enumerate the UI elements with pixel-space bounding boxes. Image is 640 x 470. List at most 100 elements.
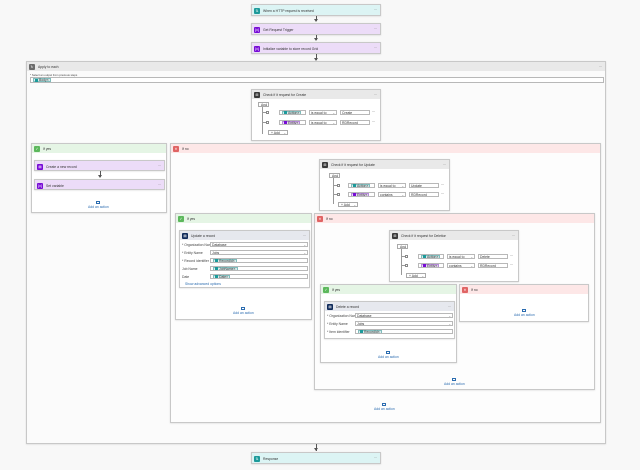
cond3-row2-operator[interactable]: contains⌄ — [447, 263, 475, 268]
arrow-down-icon — [313, 38, 318, 41]
cond1-row2-operator[interactable]: is equal to⌄ — [309, 120, 337, 125]
condition-delete-card[interactable]: ⊞Check if it request for Deletion··· And… — [389, 230, 519, 282]
cond2-row2-operator[interactable]: contains⌄ — [378, 192, 406, 197]
item-identifier-input[interactable]: RecordId × — [355, 329, 453, 334]
if-yes-branch-1[interactable]: ✓If yes ▤Create a new record··· {x}Set v… — [31, 143, 167, 213]
arrow-down-icon — [97, 175, 102, 178]
chevron-down-icon: ⌄ — [264, 102, 267, 107]
token-icon — [284, 111, 287, 114]
cond3-add-button[interactable]: + Add⌄ — [406, 273, 426, 278]
trigger-card[interactable]: ⇅When a HTTP request is received··· — [251, 4, 381, 16]
record-identifier-input[interactable]: RecordId × — [210, 258, 308, 263]
more-icon[interactable]: ··· — [157, 163, 161, 168]
if-no-branch-3[interactable]: ✕If no Add an action — [459, 284, 589, 322]
entity-token[interactable]: Entity × — [282, 121, 301, 124]
more-icon[interactable]: ··· — [441, 183, 445, 187]
cond1-row1-left[interactable]: Action × — [279, 110, 306, 115]
more-icon[interactable]: ··· — [373, 7, 377, 12]
cond2-add-button[interactable]: + Add⌄ — [338, 202, 358, 207]
cond3-row2-left[interactable]: Entity × — [418, 263, 444, 268]
and-dropdown[interactable]: And⌄ — [397, 244, 408, 249]
response-card[interactable]: ⇅Response··· — [251, 452, 381, 464]
row-checkbox[interactable] — [266, 121, 269, 124]
body-token[interactable]: Body × — [33, 78, 51, 82]
entity-name-dropdown[interactable]: Jobs⌄ — [210, 250, 308, 255]
cond3-row2-value[interactable]: RDRecord — [478, 263, 508, 268]
more-icon[interactable]: ··· — [372, 110, 376, 114]
cond2-row2-left[interactable]: Entity × — [348, 192, 375, 197]
cond1-row2-value[interactable]: RDRecord — [340, 120, 370, 125]
create-record-card[interactable]: ▤Create a new record··· — [34, 160, 165, 171]
add-action-button[interactable]: Add an action — [378, 351, 399, 359]
cond1-row1-value[interactable]: Create — [340, 110, 370, 115]
condition-create-card[interactable]: ⊞Check if it request for Create··· And⌄ … — [251, 89, 381, 141]
more-icon[interactable]: ··· — [510, 263, 514, 267]
add-action-button[interactable]: Add an action — [233, 307, 254, 315]
add-action-button[interactable]: Add an action — [88, 201, 109, 209]
more-icon[interactable]: ··· — [302, 233, 306, 238]
condition-update-card[interactable]: ⊞Check if it request for Update··· And⌄ … — [319, 159, 450, 211]
and-label: And — [400, 244, 407, 249]
more-icon[interactable]: ··· — [598, 64, 602, 69]
more-icon[interactable]: ··· — [511, 233, 515, 238]
cond3-row1-left[interactable]: Action × — [418, 254, 444, 259]
cond1-row1-operator[interactable]: is equal to⌄ — [309, 110, 337, 115]
select-output-input[interactable]: Body × — [30, 77, 604, 83]
entity-token[interactable]: Entity × — [421, 264, 440, 267]
add-action-button[interactable]: Add an action — [374, 403, 395, 411]
more-icon[interactable]: ··· — [373, 92, 377, 97]
more-icon[interactable]: ··· — [373, 45, 377, 50]
cond2-row1-operator[interactable]: is equal to⌄ — [378, 183, 406, 188]
delete-record-card[interactable]: ▤Delete a record··· * Organization Name … — [324, 301, 455, 339]
field-label: * Organization Name — [182, 243, 214, 247]
cond1-add-button[interactable]: + Add⌄ — [268, 130, 288, 135]
record-id-token[interactable]: RecordId × — [358, 330, 382, 333]
show-advanced-options-link[interactable]: Show advanced options — [185, 282, 222, 286]
cond1-row2-left[interactable]: Entity × — [279, 120, 306, 125]
update-record-card[interactable]: ▤Update a record··· * Organization Name … — [179, 230, 310, 288]
more-icon[interactable]: ··· — [373, 455, 377, 460]
and-dropdown[interactable]: And⌄ — [258, 102, 269, 107]
date-input[interactable]: Date × — [210, 274, 308, 279]
more-icon[interactable]: ··· — [157, 182, 161, 187]
date-token[interactable]: Date × — [213, 275, 231, 278]
more-icon[interactable]: ··· — [372, 120, 376, 124]
chevron-down-icon: ⌄ — [403, 244, 406, 249]
token-icon — [284, 121, 287, 124]
organization-name-dropdown[interactable]: Database⌄ — [210, 242, 308, 247]
more-icon[interactable]: ··· — [447, 304, 451, 309]
action-token[interactable]: Action × — [351, 184, 371, 187]
action-token[interactable]: Action × — [421, 255, 441, 258]
record-id-token[interactable]: RecordId × — [213, 259, 237, 262]
job-name-input[interactable]: JobName × — [210, 266, 308, 271]
set-variable-card[interactable]: {x}Set variable··· — [34, 179, 165, 190]
initialize-variable-card[interactable]: {x}Initialize variable to store record G… — [251, 42, 381, 54]
entity-name-dropdown[interactable]: Jobs⌄ — [355, 321, 453, 326]
and-dropdown[interactable]: And⌄ — [329, 173, 340, 178]
action-token[interactable]: Action × — [282, 111, 302, 114]
cond2-row1-value[interactable]: Update — [409, 183, 439, 188]
and-label: And — [332, 173, 339, 178]
row-checkbox[interactable] — [337, 184, 340, 187]
cond2-row1-left[interactable]: Action × — [348, 183, 375, 188]
more-icon[interactable]: ··· — [442, 162, 446, 167]
row-checkbox[interactable] — [405, 264, 408, 267]
add-action-button[interactable]: Add an action — [444, 378, 465, 386]
cond3-row1-operator[interactable]: is equal to⌄ — [447, 254, 475, 259]
row-checkbox[interactable] — [337, 193, 340, 196]
entity-token[interactable]: Entity × — [351, 193, 370, 196]
organization-name-dropdown[interactable]: Database⌄ — [355, 313, 453, 318]
if-yes-branch-3[interactable]: ✓If yes ▤Delete a record··· * Organizati… — [320, 284, 457, 363]
cond2-row2-value[interactable]: RDRecord — [409, 192, 439, 197]
add-action-icon — [241, 307, 246, 310]
add-action-button[interactable]: Add an action — [514, 309, 535, 317]
more-icon[interactable]: ··· — [441, 192, 445, 196]
row-checkbox[interactable] — [266, 111, 269, 114]
more-icon[interactable]: ··· — [510, 254, 514, 258]
job-name-token[interactable]: JobName × — [213, 267, 238, 270]
more-icon[interactable]: ··· — [373, 26, 377, 31]
get-request-trigger-card[interactable]: {x}Get Request Trigger··· — [251, 23, 381, 35]
cond3-row1-value[interactable]: Delete — [478, 254, 508, 259]
if-yes-branch-2[interactable]: ✓If yes ▤Update a record··· * Organizati… — [175, 213, 312, 320]
row-checkbox[interactable] — [405, 255, 408, 258]
